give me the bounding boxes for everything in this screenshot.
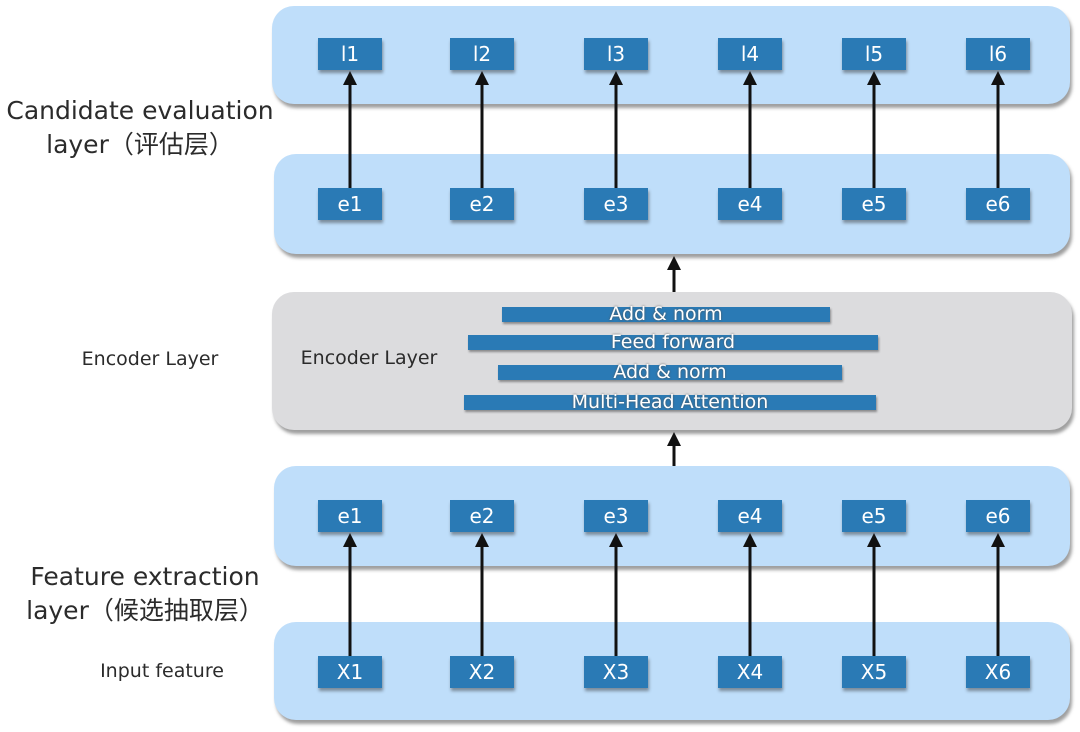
arrow-e-to-l-1	[343, 71, 357, 188]
input-node-x1: X1	[318, 656, 382, 688]
candidate-evaluation-line1: Candidate evaluation	[6, 96, 274, 125]
feature-extraction-line1: Feature extraction	[30, 562, 260, 591]
feature-node-e3: e3	[584, 500, 648, 532]
arrow-x-to-e-6	[991, 533, 1005, 656]
arrow-x-to-e-3	[609, 533, 623, 656]
feature-output-panel	[274, 466, 1070, 566]
encoder-block-feed-forward: Feed forward	[468, 331, 878, 353]
arrow-encoder-to-eval	[667, 256, 681, 292]
eval-node-e4: e4	[718, 188, 782, 220]
evaluation-output-panel	[272, 6, 1070, 104]
arrow-feature-to-encoder	[667, 432, 681, 466]
encoder-block-add-norm-bottom: Add & norm	[498, 361, 842, 383]
feature-node-e4: e4	[718, 500, 782, 532]
arrow-e-to-l-2	[475, 71, 489, 188]
feature-node-e1: e1	[318, 500, 382, 532]
input-feature-panel	[274, 622, 1070, 720]
output-node-l3: l3	[584, 38, 648, 70]
input-feature-label: Input feature	[100, 660, 224, 682]
feature-node-e5: e5	[842, 500, 906, 532]
arrow-e-to-l-3	[609, 71, 623, 188]
arrow-e-to-l-4	[743, 71, 757, 188]
encoder-block-label: Multi-Head Attention	[571, 391, 769, 413]
input-node-x2: X2	[450, 656, 514, 688]
candidate-evaluation-line2: layer（评估层）	[46, 130, 234, 159]
eval-node-e1: e1	[318, 188, 382, 220]
eval-node-e3: e3	[584, 188, 648, 220]
eval-node-e2: e2	[450, 188, 514, 220]
arrow-x-to-e-5	[867, 533, 881, 656]
encoder-inner-label: Encoder Layer	[300, 347, 438, 369]
eval-node-e5: e5	[842, 188, 906, 220]
encoder-block-label: Feed forward	[610, 331, 736, 353]
candidate-evaluation-label: Candidate evaluation layer（评估层）	[0, 94, 290, 162]
output-node-l2: l2	[450, 38, 514, 70]
eval-node-e6: e6	[966, 188, 1030, 220]
arrow-e-to-l-5	[867, 71, 881, 188]
output-node-l6: l6	[966, 38, 1030, 70]
output-node-l5: l5	[842, 38, 906, 70]
arrow-x-to-e-1	[343, 533, 357, 656]
input-node-x6: X6	[966, 656, 1030, 688]
encoder-side-label: Encoder Layer	[81, 348, 219, 370]
encoder-block-label: Add & norm	[613, 361, 727, 383]
arrow-x-to-e-4	[743, 533, 757, 656]
encoder-block-multi-head-attention: Multi-Head Attention	[464, 391, 876, 413]
evaluation-input-panel	[274, 154, 1070, 254]
feature-extraction-label: Feature extraction layer（候选抽取层）	[0, 560, 290, 628]
input-node-x4: X4	[718, 656, 782, 688]
feature-node-e6: e6	[966, 500, 1030, 532]
feature-extraction-line2: layer（候选抽取层）	[26, 596, 264, 625]
input-node-x5: X5	[842, 656, 906, 688]
output-node-l4: l4	[718, 38, 782, 70]
arrow-e-to-l-6	[991, 71, 1005, 188]
arrow-x-to-e-2	[475, 533, 489, 656]
output-node-l1: l1	[318, 38, 382, 70]
input-node-x3: X3	[584, 656, 648, 688]
encoder-block-add-norm-top: Add & norm	[502, 303, 830, 325]
encoder-block-label: Add & norm	[609, 303, 723, 325]
feature-node-e2: e2	[450, 500, 514, 532]
